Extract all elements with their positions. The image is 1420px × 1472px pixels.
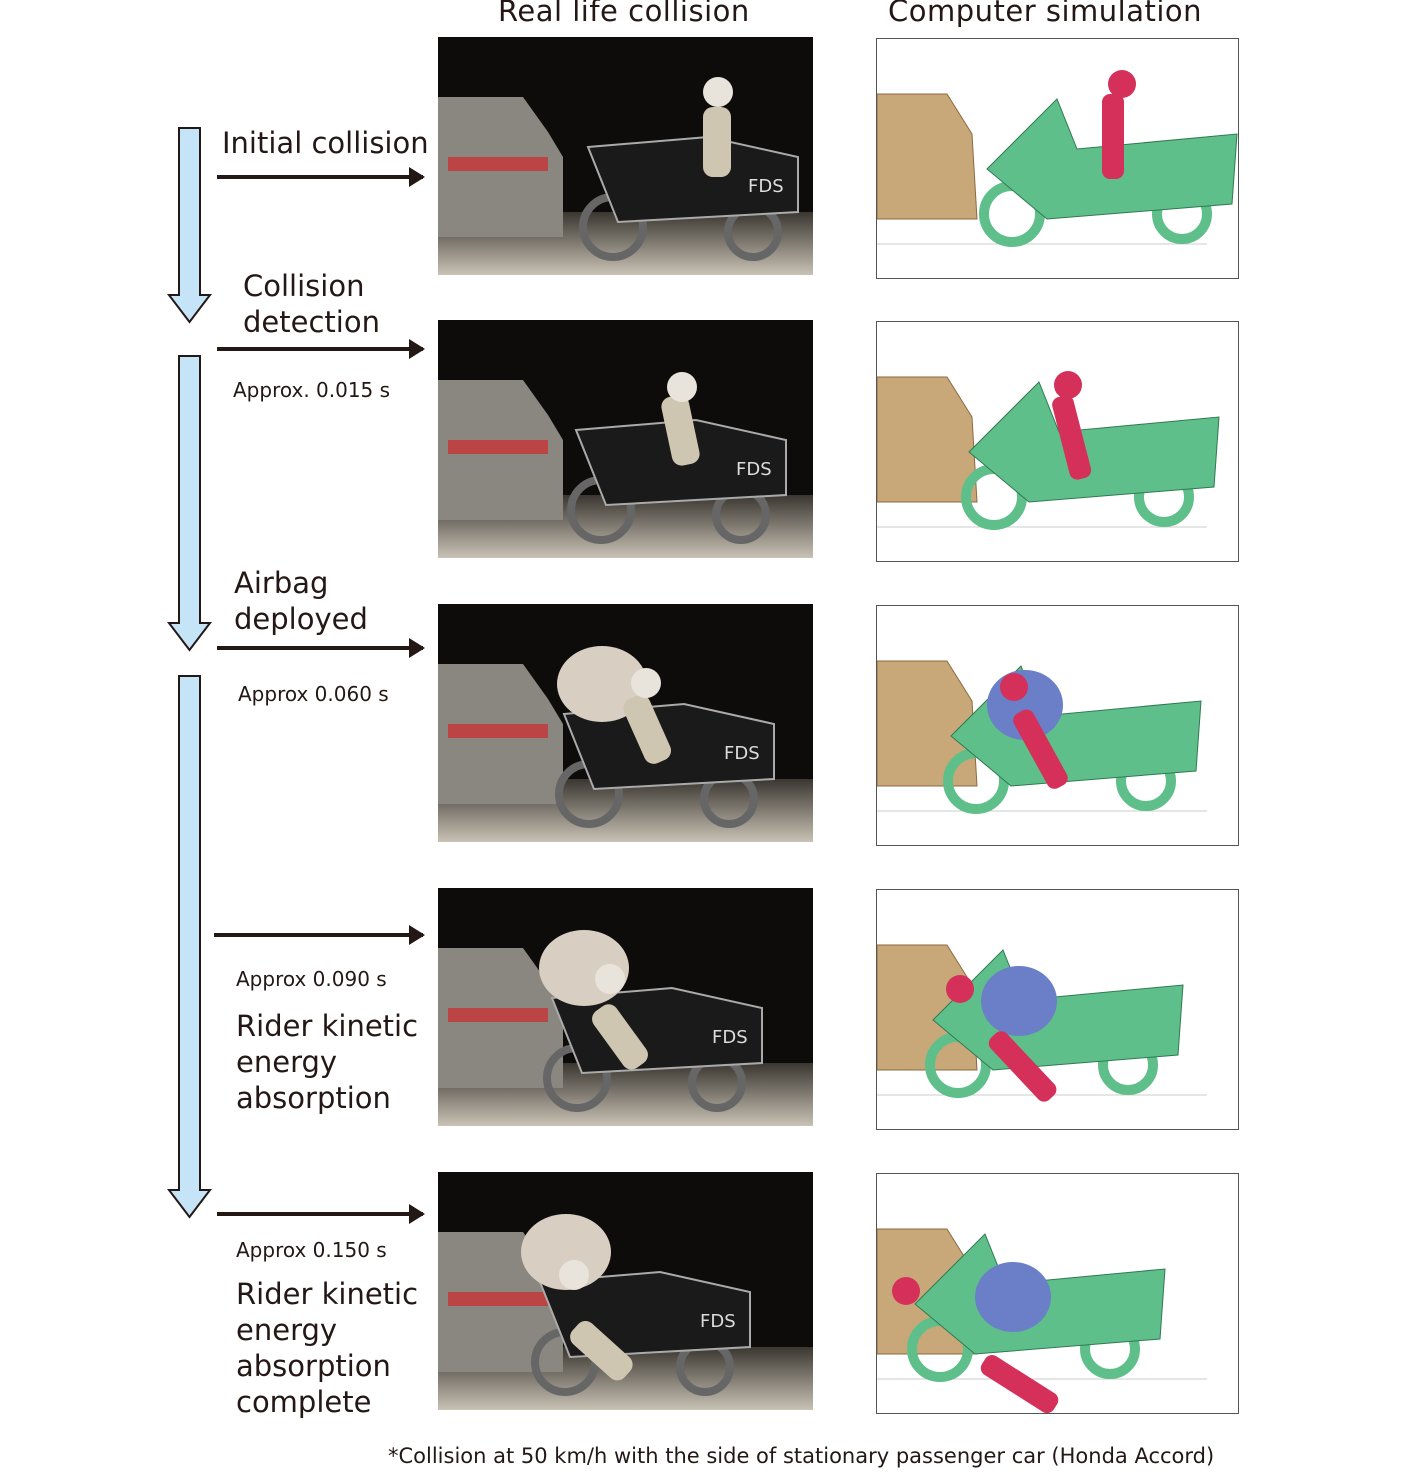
computer-simulation-header: Computer simulation [888,0,1203,28]
timeline-flow-arrows [166,127,213,1219]
simulation-render [876,889,1239,1130]
flow-arrow-down-icon [166,355,213,652]
flow-arrow-down-icon [166,127,213,324]
crash-test-photo: FDS [438,888,813,1126]
svg-text:FDS: FDS [712,1027,748,1048]
stage-time: Approx 0.150 s [236,1238,387,1262]
stage-time: Approx 0.060 s [238,682,389,706]
arrow-right-icon [217,1204,425,1224]
arrow-right-icon [214,925,425,945]
arrow-right-icon [217,638,425,658]
sim-car [877,376,978,503]
sim-car [877,93,978,220]
svg-text:FDS: FDS [700,1311,736,1332]
stage-time: Approx 0.090 s [236,967,387,991]
arrow-right-icon [217,339,425,359]
svg-text:FDS: FDS [736,459,772,480]
sim-car [877,660,978,787]
simulation-render [876,605,1239,846]
crash-test-photo: FDS [438,604,813,842]
crash-test-photo: FDS [438,37,813,275]
simulation-render [876,321,1239,562]
simulation-render [876,38,1239,279]
stage-time: Approx. 0.015 s [233,378,391,402]
crash-test-photo: FDS [438,1172,813,1410]
real-life-collision-header: Real life collision [498,0,750,28]
arrow-right-icon [217,167,425,187]
simulation-render [876,1173,1239,1414]
footnote: *Collision at 50 km/h with the side of s… [388,1444,1215,1468]
stage-label-initial-collision: Initial collision [222,126,429,160]
svg-text:FDS: FDS [748,176,784,197]
flow-arrow-down-icon [166,675,213,1219]
crash-test-photo: FDS [438,320,813,558]
svg-text:FDS: FDS [724,743,760,764]
